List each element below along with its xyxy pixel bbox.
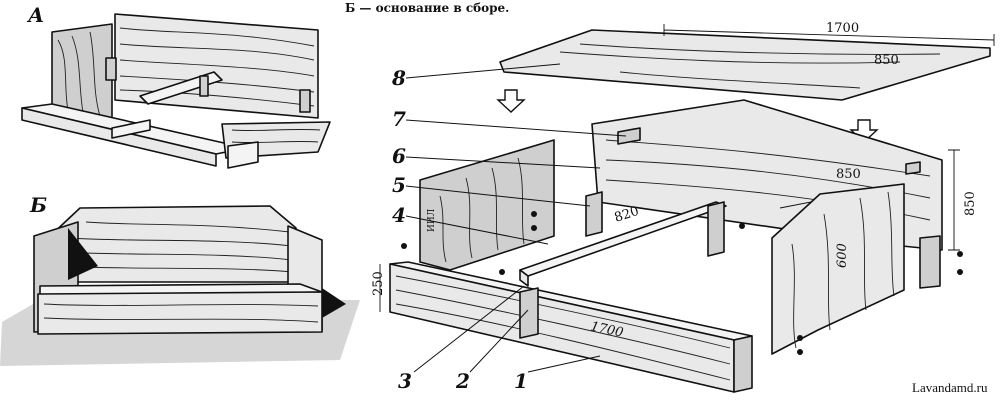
- down-arrow-right: [849, 119, 879, 143]
- screw-5: [739, 223, 745, 229]
- top-panel: [499, 29, 991, 101]
- screw-7: [957, 269, 963, 275]
- screw-9: [797, 349, 803, 355]
- dim-side-height: 600: [835, 243, 850, 268]
- dim-front-height: 250: [371, 271, 386, 296]
- watermark: Lavandamd.ru: [912, 380, 988, 395]
- leader-2: [469, 309, 529, 373]
- dim-back-height: 850: [963, 191, 978, 216]
- part-number-6: 6: [392, 144, 406, 168]
- dim-top-length: 1700: [826, 21, 859, 36]
- view-b-front-rail: [37, 291, 323, 335]
- dim-back-depth: 850: [836, 167, 861, 182]
- leader-3: [413, 285, 525, 373]
- screw-4: [499, 269, 505, 275]
- dim-line-top-length: [663, 24, 995, 46]
- view-b-label: Б: [29, 193, 47, 217]
- leader-1: [527, 355, 601, 373]
- part-callouts: 8 7 6 5 4 3 2 1: [391, 63, 627, 393]
- view-a-drawing: А: [21, 3, 331, 169]
- down-arrow-left: [496, 89, 526, 113]
- front-rail: [389, 263, 735, 393]
- screw-6: [957, 251, 963, 257]
- screw-3: [401, 243, 407, 249]
- part-number-2: 2: [455, 369, 470, 393]
- view-a-label: А: [26, 3, 44, 27]
- leader-4: [405, 215, 549, 245]
- leader-5: [405, 185, 591, 207]
- exploded-view: 1700 850 850 850 ИИЛ 600 820: [371, 21, 995, 393]
- part-number-7: 7: [392, 107, 406, 131]
- part-number-1: 1: [514, 369, 528, 393]
- part-number-3: 3: [398, 369, 412, 393]
- dim-line-back-height: [948, 149, 960, 251]
- left-side-panel: [419, 139, 555, 271]
- screw-1: [531, 211, 537, 217]
- screw-8: [797, 335, 803, 341]
- left-panel-mark: ИИЛ: [427, 208, 437, 232]
- leader-7: [405, 119, 627, 137]
- part-number-5: 5: [392, 173, 406, 197]
- part-number-4: 4: [392, 203, 406, 227]
- dim-front-length: 1700: [589, 319, 624, 341]
- leader-6: [405, 156, 601, 169]
- leader-8: [405, 63, 561, 79]
- corner-block-back: [919, 235, 941, 289]
- corner-block-left: [585, 191, 603, 237]
- front-rail-block: [519, 287, 539, 339]
- screw-2: [531, 225, 537, 231]
- corner-block-right: [707, 201, 725, 257]
- dim-top-depth: 850: [874, 53, 899, 68]
- view-b-drawing: Б: [0, 193, 360, 366]
- part-number-8: 8: [391, 66, 406, 90]
- dim-rail-length: 820: [613, 204, 641, 226]
- right-side-panel: [771, 183, 905, 355]
- figure-caption: Б — основание в сборе.: [345, 1, 509, 15]
